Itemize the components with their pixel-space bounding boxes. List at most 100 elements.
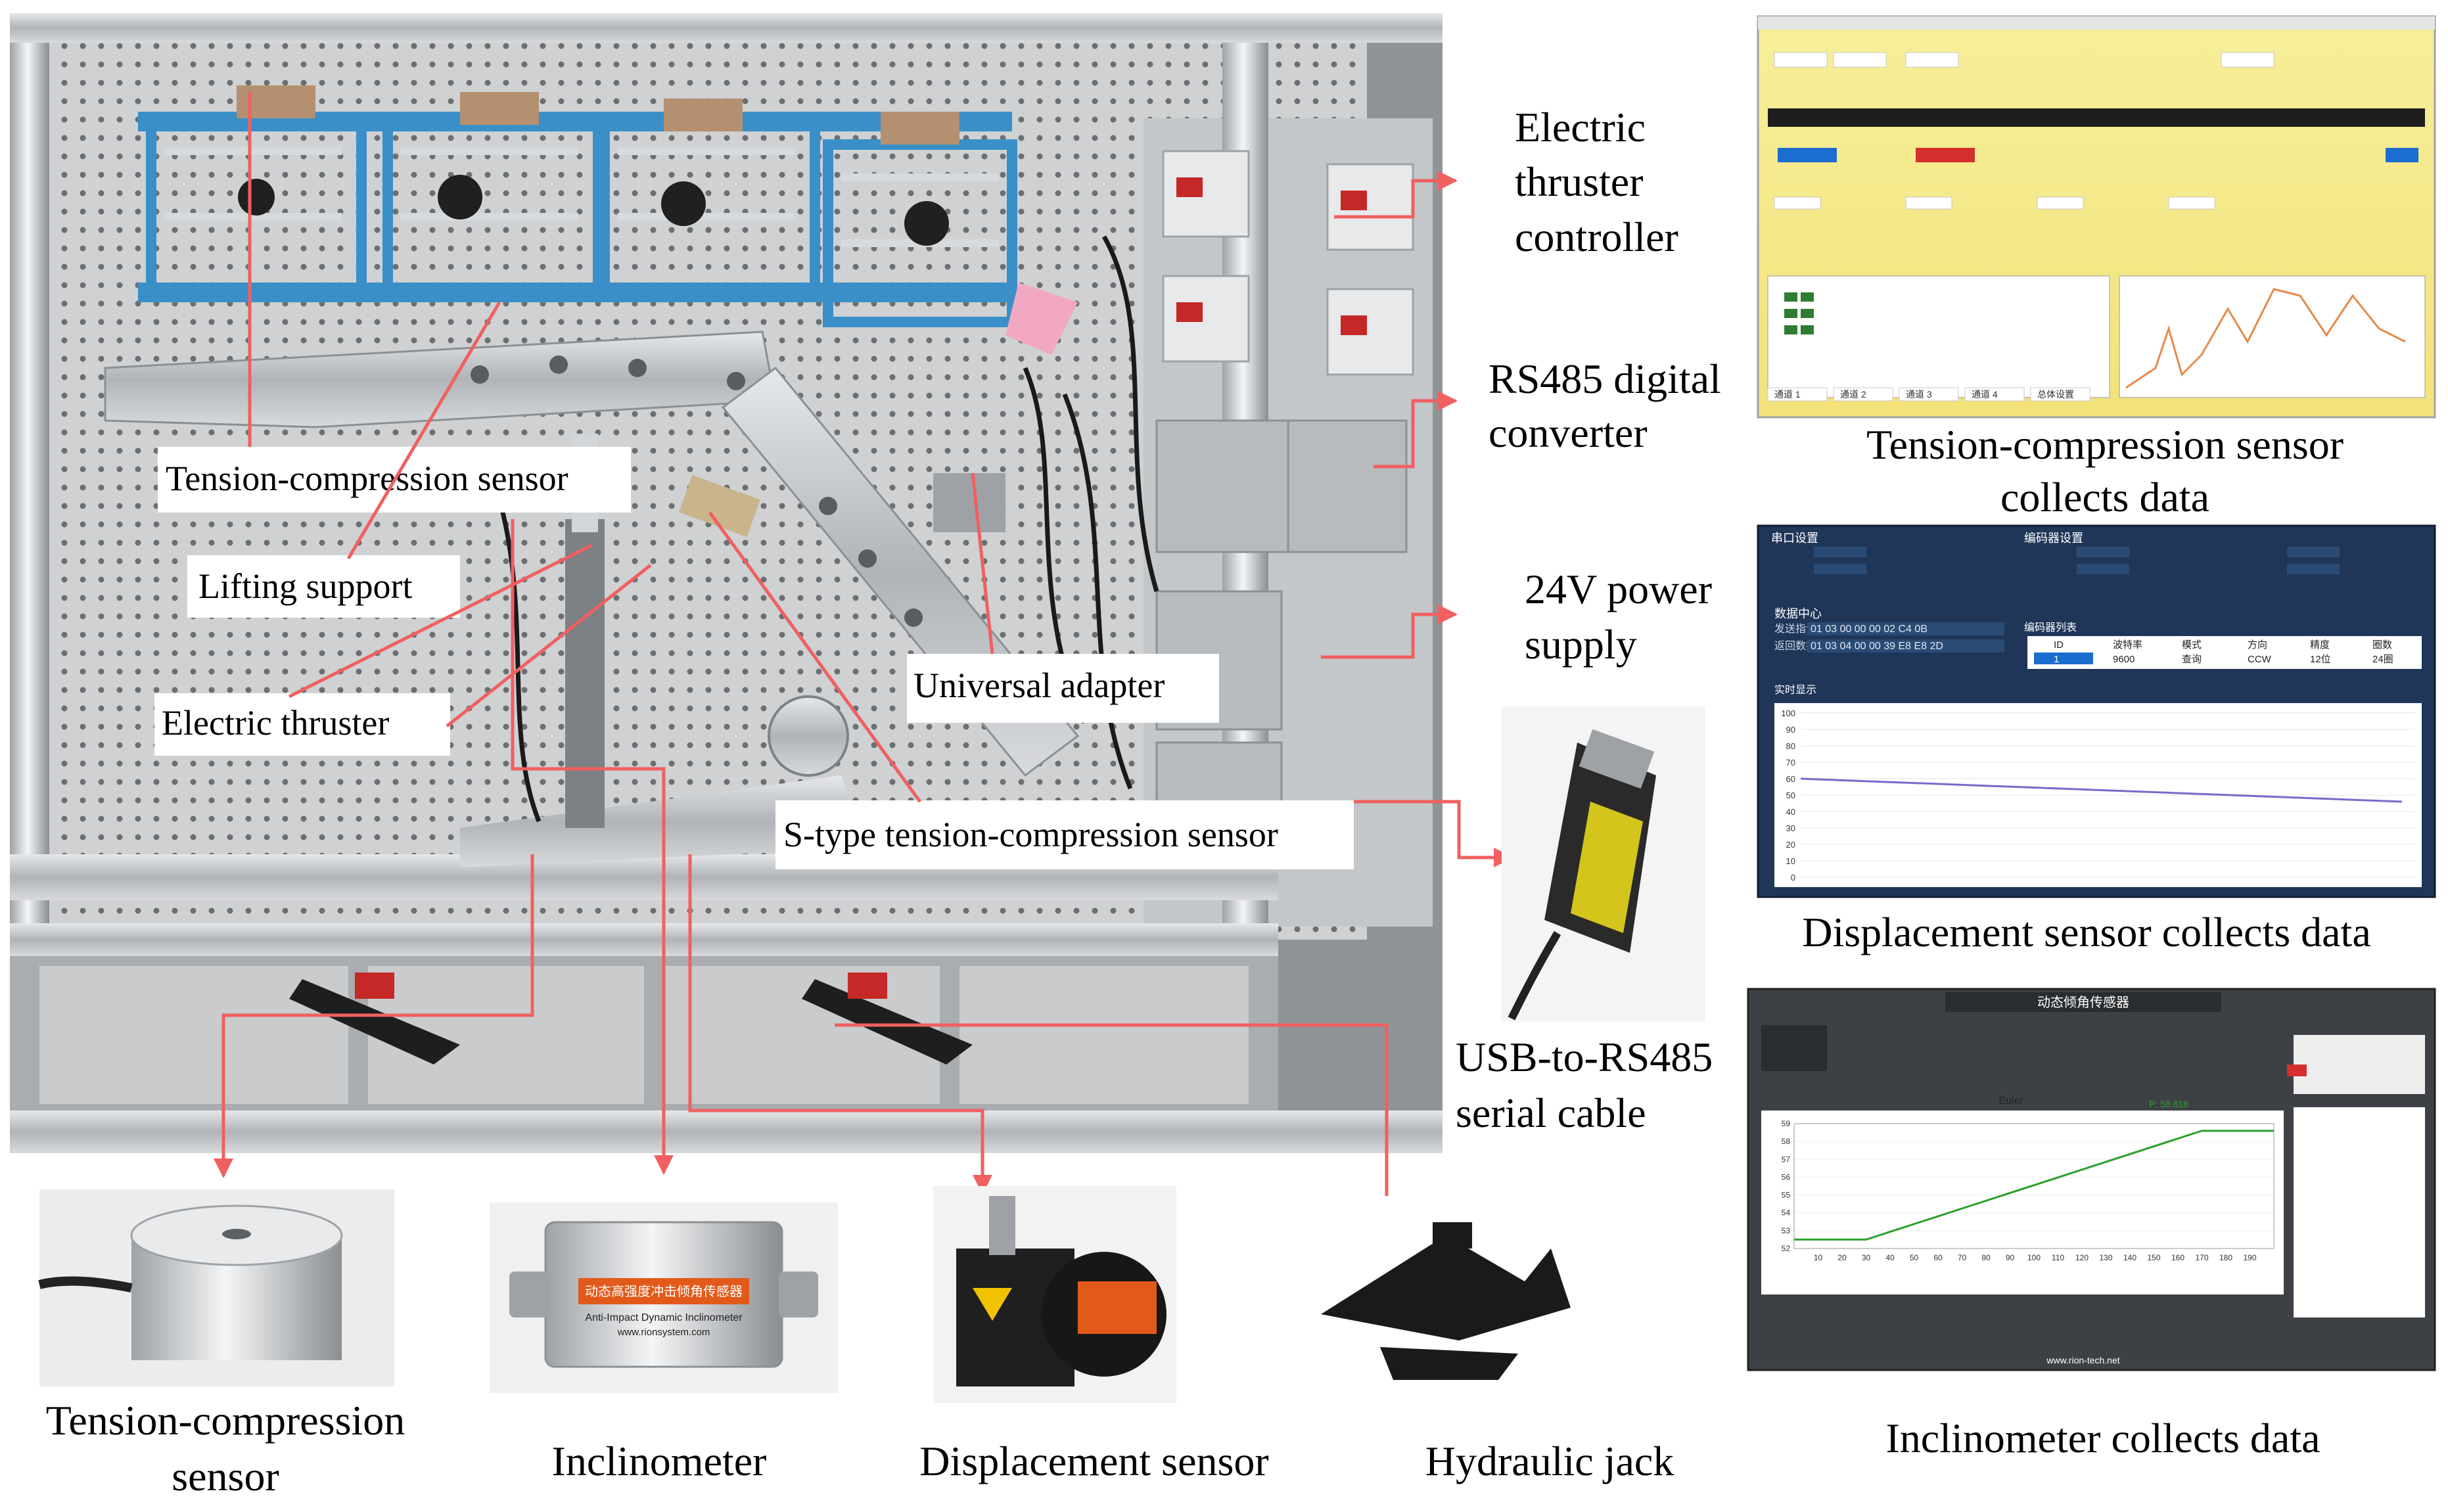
hydraulic-jack-photo	[1314, 1196, 1577, 1406]
svg-text:Euler: Euler	[1998, 1095, 2023, 1107]
callout-lifting-support: Lifting support	[187, 555, 460, 618]
svg-text:总体设置: 总体设置	[2037, 389, 2074, 400]
encoder-cell: CCW	[2248, 654, 2272, 665]
y-tick-label: 70	[1786, 758, 1795, 767]
y-tick-label: 58	[1782, 1137, 1791, 1146]
y-tick-label: 59	[1782, 1119, 1791, 1128]
x-tick-label: 20	[1837, 1253, 1847, 1262]
y-tick-label: 10	[1786, 856, 1795, 866]
encoder-cell: 12位	[2310, 654, 2331, 665]
x-tick-label: 50	[1910, 1253, 1919, 1262]
x-tick-label: 60	[1933, 1253, 1943, 1262]
svg-text:www.rionsystem.com: www.rionsystem.com	[617, 1327, 710, 1338]
svg-text:S-type tension-compression sen: S-type tension-compression sensor	[783, 815, 1278, 854]
x-tick-label: 170	[2195, 1253, 2208, 1262]
label-rs485-converter: RS485 digital converter	[1489, 355, 1721, 456]
svg-text:serial cable: serial cable	[1456, 1089, 1646, 1136]
leader-lines	[214, 92, 1513, 1241]
svg-text:Anti-Impact Dynamic Inclinomet: Anti-Impact Dynamic Inclinometer	[585, 1312, 743, 1323]
y-tick-label: 20	[1786, 840, 1795, 850]
svg-text:Lifting support: Lifting support	[198, 566, 412, 606]
label-tension-sensor: Tension-compression sensor	[46, 1397, 405, 1500]
label-hydraulic-jack: Hydraulic jack	[1425, 1438, 1674, 1484]
svg-text:Tension-compression sensor: Tension-compression sensor	[166, 459, 568, 498]
svg-text:通道 2: 通道 2	[1840, 389, 1866, 400]
svg-text:USB-to-RS485: USB-to-RS485	[1456, 1034, 1713, 1080]
label-24v-power-supply: 24V power supply	[1525, 566, 1712, 668]
svg-text:通道 3: 通道 3	[1906, 389, 1932, 400]
label-electric-thruster-controller: Electric thruster controller	[1515, 104, 1678, 260]
svg-text:sensor: sensor	[172, 1453, 279, 1500]
inclinometer-data-screenshot: 动态倾角传感器 Euler P: 58.618 5958575655545352…	[1747, 988, 2436, 1371]
y-tick-label: 54	[1782, 1208, 1791, 1218]
svg-text:编码器设置: 编码器设置	[2024, 532, 2083, 545]
encoder-cell: 9600	[2113, 654, 2135, 665]
x-tick-label: 180	[2219, 1253, 2232, 1262]
encoder-cell: 1	[2054, 654, 2059, 665]
inclinometer-photo: 动态高强度冲击倾角传感器 Anti-Impact Dynamic Inclino…	[490, 1203, 838, 1393]
svg-text:通道 1: 通道 1	[1774, 389, 1801, 400]
y-tick-label: 53	[1782, 1226, 1791, 1235]
x-tick-label: 190	[2243, 1253, 2256, 1262]
label-displacement-sensor: Displacement sensor	[919, 1438, 1268, 1484]
svg-text:01 03 04 00 00 39 E8 E8 2D: 01 03 04 00 00 39 E8 E8 2D	[1811, 641, 1943, 652]
x-tick-label: 110	[2052, 1253, 2064, 1262]
y-tick-label: 30	[1786, 823, 1795, 833]
x-tick-label: 40	[1885, 1253, 1895, 1262]
displacement-sensor-photo	[933, 1186, 1176, 1403]
label-inclinometer: Inclinometer	[552, 1438, 767, 1484]
svg-text:01 03 00 00 00 02 C4 0B: 01 03 00 00 00 02 C4 0B	[1811, 624, 1928, 635]
inclinometer-series-line	[1794, 1130, 2274, 1241]
test-rig-photo	[10, 13, 1443, 1153]
x-tick-label: 30	[1862, 1253, 1871, 1262]
y-tick-label: 90	[1786, 725, 1795, 735]
plot-frame	[1793, 1123, 2275, 1249]
svg-text:发送指令: 发送指令	[1774, 623, 1816, 635]
svg-text:www.rion-tech.net: www.rion-tech.net	[2046, 1355, 2119, 1365]
svg-text:RS485 digital: RS485 digital	[1489, 355, 1721, 402]
caption-tension-data: Tension-compression sensor collects data	[1866, 421, 2344, 520]
callout-s-type-sensor: S-type tension-compression sensor	[775, 800, 1354, 869]
x-tick-label: 120	[2075, 1253, 2089, 1262]
svg-text:collects data: collects data	[2000, 474, 2209, 520]
svg-text:动态倾角传感器: 动态倾角传感器	[2037, 995, 2129, 1010]
encoder-col-header: 精度	[2310, 639, 2330, 651]
x-tick-label: 90	[2006, 1253, 2015, 1262]
y-tick-label: 100	[1781, 708, 1795, 718]
encoder-col-header: 方向	[2248, 639, 2267, 651]
encoder-col-header: 圈数	[2372, 639, 2392, 651]
encoder-col-header: ID	[2054, 639, 2064, 651]
displacement-series-line	[1800, 777, 2403, 803]
y-tick-label: 55	[1782, 1191, 1791, 1200]
y-tick-label: 0	[1791, 873, 1795, 882]
svg-text:controller: controller	[1515, 214, 1678, 260]
encoder-col-header: 模式	[2182, 639, 2202, 651]
svg-text:Universal adapter: Universal adapter	[913, 666, 1165, 705]
caption-displacement-data: Displacement sensor collects data	[1802, 909, 2370, 955]
svg-text:返回数据: 返回数据	[1774, 640, 1816, 652]
y-tick-label: 40	[1786, 807, 1795, 817]
x-tick-label: 100	[2027, 1253, 2041, 1262]
svg-text:编码器列表: 编码器列表	[2024, 622, 2077, 633]
x-tick-label: 10	[1814, 1253, 1823, 1262]
caption-inclinometer-data: Inclinometer collects data	[1885, 1415, 2320, 1461]
y-tick-label: 56	[1782, 1172, 1791, 1181]
svg-text:thruster: thruster	[1515, 158, 1644, 205]
y-tick-label: 50	[1786, 790, 1795, 800]
encoder-cell: 查询	[2182, 654, 2202, 665]
svg-text:supply: supply	[1525, 621, 1637, 668]
displacement-data-screenshot: 串口设置 编码器设置 数据中心 发送指令 01 03 00 00 00 02 C…	[1757, 524, 2436, 898]
svg-text:实时显示: 实时显示	[1774, 684, 1816, 696]
y-tick-label: 57	[1782, 1155, 1791, 1164]
encoder-col-header: 波特率	[2113, 639, 2142, 651]
label-usb-cable: USB-to-RS485 serial cable	[1456, 1034, 1713, 1136]
callout-electric-thruster: Electric thruster	[154, 693, 450, 756]
callout-universal-adapter: Universal adapter	[907, 654, 1219, 723]
tension-data-screenshot: 通道 1 通道 2 通道 3 通道 4 总体设置	[1757, 15, 2436, 419]
svg-text:数据中心: 数据中心	[1774, 607, 1822, 620]
y-tick-label: 60	[1786, 774, 1795, 784]
svg-text:串口设置: 串口设置	[1771, 532, 1818, 545]
